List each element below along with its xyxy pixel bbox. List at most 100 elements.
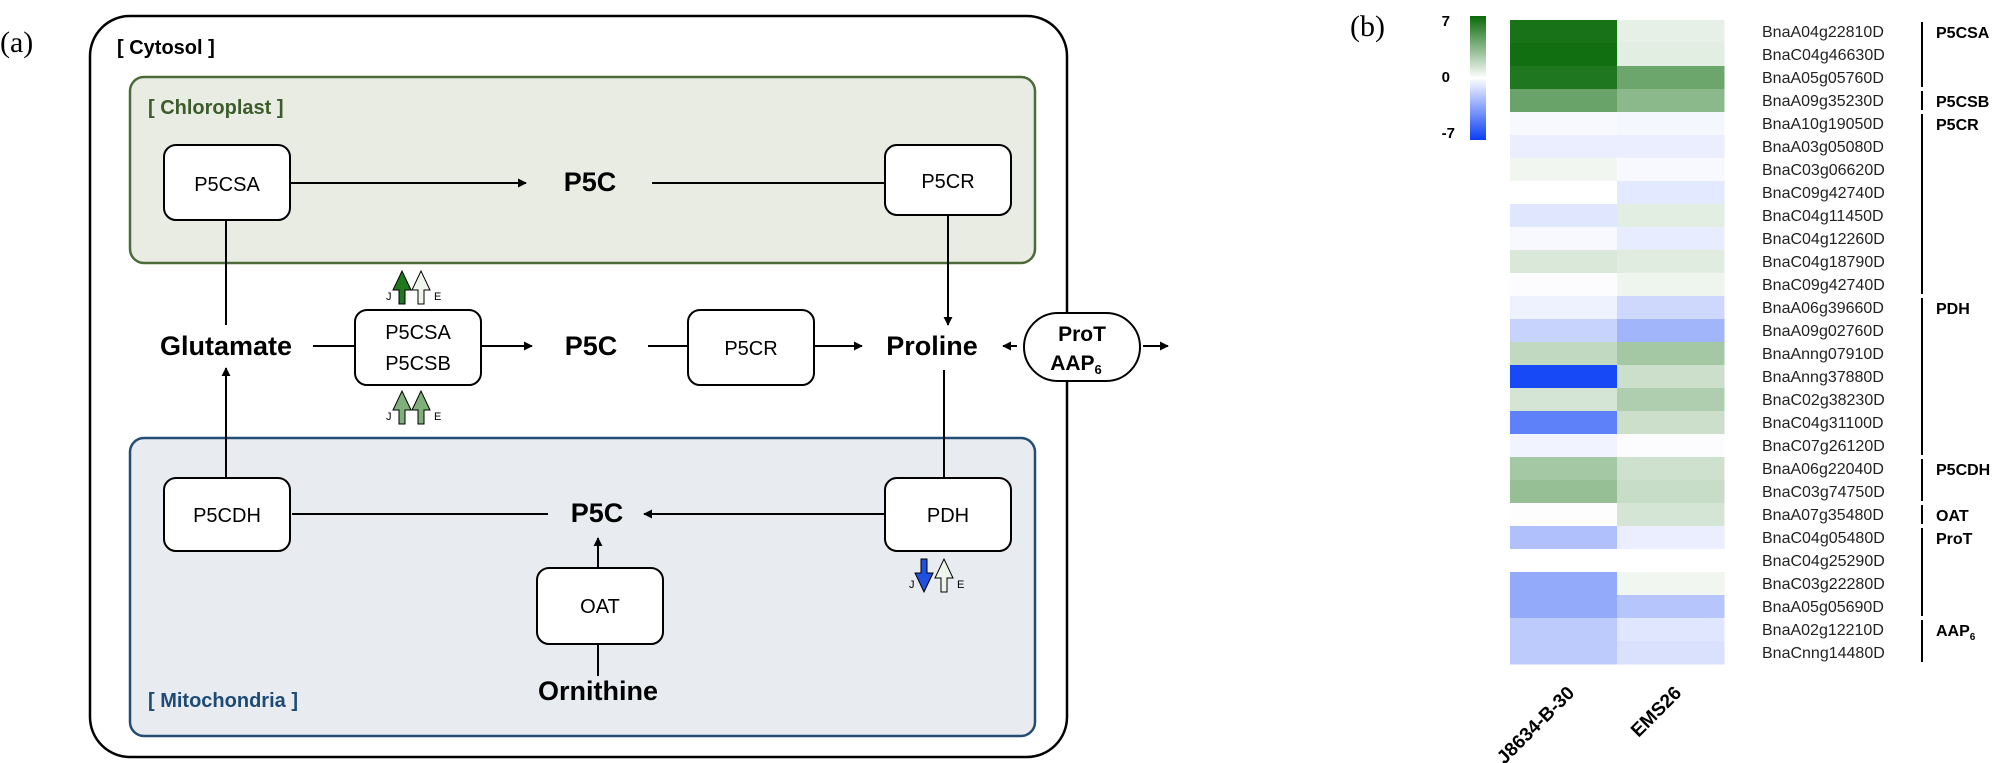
heatmap-cell (1617, 411, 1725, 435)
reg-pdh-j-arrow (914, 558, 934, 594)
cyt-p5cr-label: P5CR (724, 338, 777, 360)
heatmap-cell (1617, 641, 1725, 665)
gene-label: BnaA09g35230D (1762, 93, 1884, 110)
gene-label: BnaC04g11450D (1762, 208, 1884, 225)
heatmap-cell (1617, 365, 1725, 389)
heatmap-cell (1617, 388, 1725, 412)
group-label: P5CSA (1936, 25, 1990, 42)
heatmap-cell (1510, 273, 1618, 297)
chl-p5csa-label: P5CSA (194, 174, 260, 196)
color-scale-bar (1470, 16, 1486, 140)
gene-label: BnaAnng37880D (1762, 369, 1884, 386)
heatmap-cell (1510, 158, 1618, 182)
heatmap-cell (1510, 66, 1618, 90)
heatmap-cell (1617, 342, 1725, 366)
cyt-p5cr-box (687, 309, 815, 386)
chl-p5cr-label: P5CR (921, 171, 974, 193)
sample-label: EMS26 (1627, 683, 1686, 742)
gene-label: BnaC04g31100D (1762, 415, 1884, 432)
heatmap-cell (1617, 181, 1725, 205)
gene-label: BnaC03g22280D (1762, 576, 1885, 593)
gene-label: BnaC04g12260D (1762, 231, 1885, 248)
gene-label: BnaC09g42740D (1762, 277, 1885, 294)
heatmap-cell (1510, 181, 1618, 205)
heatmap-cell (1617, 89, 1725, 113)
cytosol-label: [ Cytosol ] (117, 37, 215, 59)
reg-pdh-e-label: E (957, 579, 964, 591)
heatmap-cell (1510, 43, 1618, 67)
heatmap-cell (1510, 595, 1618, 619)
proline-label: Proline (886, 331, 978, 361)
gene-label: BnaC09g42740D (1762, 185, 1885, 202)
gene-label: BnaC04g46630D (1762, 47, 1885, 64)
heatmap-cell (1510, 135, 1618, 159)
heatmap-cell (1617, 595, 1725, 619)
heatmap-cell (1617, 480, 1725, 504)
cyt-p5c-label: P5C (565, 331, 618, 361)
heatmap-cell (1617, 227, 1725, 251)
regulation-pdh: J E (909, 557, 964, 594)
heatmap-cell (1617, 250, 1725, 274)
scale-mid-label: 0 (1442, 69, 1450, 86)
heatmap-cell (1510, 89, 1618, 113)
heatmap-cell (1510, 434, 1618, 458)
gene-label: BnaC07g26120D (1762, 438, 1885, 455)
panel-b: (b) 7 0 -7 BnaA04g22810DBnaC04g46630DBna… (1350, 10, 1990, 763)
heatmap-cell (1617, 43, 1725, 67)
gene-label: BnaC04g05480D (1762, 530, 1885, 547)
group-label: P5CR (1936, 117, 1979, 134)
heatmap-cell (1617, 319, 1725, 343)
heatmap-cell (1617, 20, 1725, 44)
chl-p5c-label: P5C (564, 167, 617, 197)
heatmap-cell (1617, 572, 1725, 596)
heatmap-cell (1510, 388, 1618, 412)
heatmap-cell (1617, 618, 1725, 642)
heatmap-cell (1510, 204, 1618, 228)
gene-label: BnaAnng07910D (1762, 346, 1884, 363)
heatmap-cell (1510, 250, 1618, 274)
heatmap-cell (1510, 549, 1618, 573)
cyt-p5cs-box (354, 309, 482, 386)
ornithine-label: Ornithine (538, 676, 658, 706)
heatmap-cell (1617, 273, 1725, 297)
gene-label: BnaC04g25290D (1762, 553, 1885, 570)
regulation-p5csa: J E (386, 269, 441, 305)
gene-label: BnaA05g05690D (1762, 599, 1884, 616)
chloroplast-label: [ Chloroplast ] (148, 97, 284, 119)
chloroplast-compartment (128, 75, 1037, 265)
gene-label: BnaA03g05080D (1762, 139, 1884, 156)
transporter-box (1023, 312, 1141, 382)
heatmap-cell (1617, 66, 1725, 90)
mit-pdh-label: PDH (927, 505, 969, 527)
heatmap-cell (1510, 365, 1618, 389)
gene-label: BnaA10g19050D (1762, 116, 1884, 133)
heatmap-cell (1510, 227, 1618, 251)
gene-label: BnaC03g74750D (1762, 484, 1885, 501)
cyt-p5csb-label: P5CSB (385, 353, 451, 375)
scale-min-label: -7 (1442, 125, 1455, 142)
mit-p5cdh-label: P5CDH (193, 505, 261, 527)
heatmap-cell (1510, 480, 1618, 504)
heatmap-cell (1510, 319, 1618, 343)
heatmap-cell (1510, 526, 1618, 550)
gene-label: BnaA06g22040D (1762, 461, 1884, 478)
panel-b-letter: (b) (1350, 10, 1385, 43)
gene-labels: BnaA04g22810DBnaC04g46630DBnaA05g05760DB… (1762, 24, 1885, 662)
group-label: P5CDH (1936, 462, 1990, 479)
heatmap-cell (1510, 296, 1618, 320)
heatmap-cell (1617, 296, 1725, 320)
reg-p5csb-j-arrow (392, 389, 412, 425)
heatmap-cell (1617, 526, 1725, 550)
sample-label: J8634-B-30 (1493, 683, 1579, 763)
heatmap-cell (1510, 618, 1618, 642)
reg-p5csa-j-label: J (386, 291, 392, 303)
heatmap-cell (1617, 503, 1725, 527)
heatmap-cell (1510, 411, 1618, 435)
oat-box (536, 567, 664, 645)
chl-p5csa-box (163, 144, 291, 221)
gene-label: BnaA06g39660D (1762, 300, 1884, 317)
heatmap-cell (1617, 549, 1725, 573)
glutamate-label: Glutamate (160, 331, 292, 361)
mit-p5c-label: P5C (571, 498, 624, 528)
heatmap-cell (1510, 457, 1618, 481)
